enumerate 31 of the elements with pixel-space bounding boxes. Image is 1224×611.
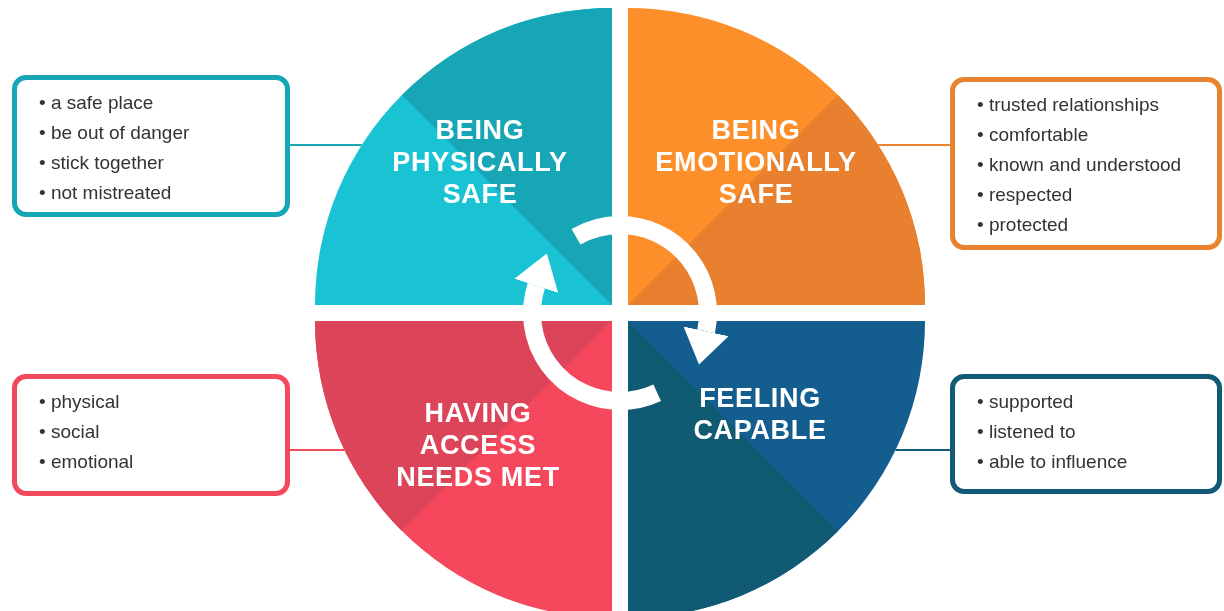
list-item: • supported xyxy=(977,390,1074,414)
callout-box xyxy=(12,374,290,496)
list-item: • be out of danger xyxy=(39,121,190,145)
list-item: • stick together xyxy=(39,151,164,175)
callout-box xyxy=(950,374,1222,494)
callout-box xyxy=(12,75,290,217)
connector-line xyxy=(289,449,346,451)
list-item: • comfortable xyxy=(977,123,1089,147)
list-item: • physical xyxy=(39,390,120,414)
quadrant-title: HAVING ACCESS NEEDS MET xyxy=(395,397,561,493)
connector-line xyxy=(289,144,363,146)
list-item: • emotional xyxy=(39,450,134,474)
quadrant-segment xyxy=(315,321,612,611)
callout-box xyxy=(950,77,1222,250)
list-item: • respected xyxy=(977,183,1073,207)
list-item: • not mistreated xyxy=(39,181,172,205)
list-item: • listened to xyxy=(977,420,1076,444)
quadrant-title: FEELING CAPABLE xyxy=(692,382,828,446)
list-item: • protected xyxy=(977,213,1069,237)
quadrant-segment xyxy=(628,321,925,611)
list-item: • able to influence xyxy=(977,450,1128,474)
quadrant-segment xyxy=(315,8,612,305)
quadrant-title: BEING PHYSICALLY SAFE xyxy=(391,114,569,210)
connector-line xyxy=(877,144,951,146)
list-item: • a safe place xyxy=(39,91,154,115)
quadrant-title: BEING EMOTIONALLY SAFE xyxy=(654,114,858,210)
list-item: • trusted relationships xyxy=(977,93,1159,117)
quadrant-segment xyxy=(628,8,925,305)
connector-line xyxy=(894,449,951,451)
list-item: • social xyxy=(39,420,100,444)
list-item: • known and understood xyxy=(977,153,1182,177)
